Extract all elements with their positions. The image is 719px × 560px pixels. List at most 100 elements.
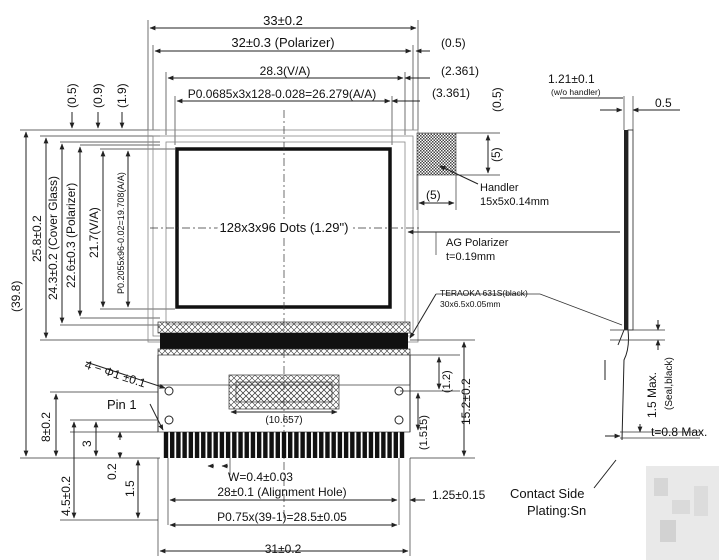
side-view: 1.21±0.1 (w/o handler) 0.5 1.5 Max. (Sea… [548, 72, 707, 441]
blur-patch [646, 466, 719, 560]
contact-pin [176, 432, 181, 458]
thickness-note: (w/o handler) [551, 87, 601, 97]
contact-pin [201, 432, 206, 458]
aa-pitch-label: P0.0685x3x128-0.028=26.279(A/A) [188, 87, 376, 101]
contact-pin [207, 432, 212, 458]
contact-pin [343, 432, 349, 458]
contact-pin [312, 432, 318, 458]
outer-total-label: (39.8) [9, 281, 23, 312]
contact-pin [381, 432, 386, 458]
left-offset-3: (1.9) [115, 83, 129, 108]
contact-pin [331, 432, 336, 458]
contact-pin [350, 432, 355, 458]
contact-pin [325, 432, 330, 458]
contact-pin [238, 432, 243, 458]
cover-glass-height-label: 25.8±0.2 [30, 215, 44, 262]
left-4-5: 4.5±0.2 [59, 476, 73, 516]
pin-width-label: W=0.4±0.03 [228, 470, 293, 484]
contact-pin [399, 432, 405, 458]
contact-pin [306, 432, 312, 458]
plating-label: Plating:Sn [527, 503, 586, 518]
contact-pin [188, 432, 194, 458]
handler-title: Handler [480, 182, 519, 194]
polarizer-width-label: 32±0.3 (Polarizer) [231, 35, 334, 50]
overall-width-label: 33±0.2 [263, 13, 303, 28]
contact-pin [225, 432, 231, 458]
left-3: 3 [80, 440, 94, 447]
handler: (5) (5) Handler 15x5x0.14mm [416, 132, 549, 210]
ag-polarizer-spec: t=0.19mm [446, 251, 495, 263]
contact-pin [244, 432, 249, 458]
aa-height-label: P0.2055x96-0.02=19.708(A/A) [116, 172, 126, 294]
contact-pin [362, 432, 367, 458]
contact-pin [263, 432, 268, 458]
holes-label: 4 − Φ1 ±0.1 [83, 358, 148, 391]
handler-width-label: (5) [426, 188, 441, 202]
left-1-5: 1.5 [123, 480, 137, 497]
contact-pin [374, 432, 380, 458]
pin1-label: Pin 1 [107, 397, 137, 412]
contact-pin [256, 432, 262, 458]
top-dimensions: 33±0.2 32±0.3 (Polarizer) 28.3(V/A) P0.0… [147, 13, 504, 145]
seal-label: (Seal,black) [664, 357, 675, 410]
right-offset-4: (0.5) [490, 87, 504, 112]
contact-pin [275, 432, 280, 458]
dim-1-2: (1.2) [441, 370, 453, 393]
contact-pin [281, 432, 287, 458]
offset-label: 0.5 [655, 96, 672, 110]
ag-polarizer-title: AG Polarizer [446, 237, 509, 249]
contact-pin [337, 432, 343, 458]
contact-pin [269, 432, 274, 458]
pitch-label: P0.75x(39-1)=28.5±0.05 [217, 510, 347, 524]
left-offset-2: (0.9) [91, 83, 105, 108]
right-offset-2: (2.361) [441, 64, 479, 78]
tape-note: TERAOKA 631S(black) 30x6.5x0.05mm [409, 288, 623, 339]
left-offset-1: (0.5) [65, 83, 79, 108]
contact-pins [163, 432, 405, 458]
contact-pin [163, 432, 169, 458]
contact-pin [194, 432, 200, 458]
contact-pin [219, 432, 225, 458]
handler-spec: 15x5x0.14mm [480, 196, 549, 208]
contact-pin [368, 432, 374, 458]
va-height-label: 21.7(V/A) [87, 207, 101, 258]
polarizer-height-label: 22.6±0.3 (Polarizer) [64, 183, 78, 288]
cover-glass-label: 24.3±0.2 (Cover Glass) [46, 176, 60, 300]
contact-pin [182, 432, 187, 458]
fpc-thickness-label: t=0.8 Max. [651, 425, 707, 439]
max-thickness-label: 1.5 Max. [645, 372, 659, 418]
tape-title: TERAOKA 631S(black) [440, 288, 528, 298]
thickness-label: 1.21±0.1 [548, 72, 595, 86]
contact-pin [393, 432, 398, 458]
contact-pin [387, 432, 392, 458]
contact-pin [319, 432, 324, 458]
contact-pin [300, 432, 305, 458]
va-width-label: 28.3(V/A) [260, 64, 311, 78]
right-offset-3: (3.361) [432, 86, 470, 100]
left-dimensions: (39.8) 25.8±0.2 24.3±0.2 (Cover Glass) 2… [9, 83, 175, 459]
dim-1-515: (1.515) [418, 415, 430, 450]
height-15-2: 15.2±0.2 [459, 378, 473, 425]
contact-pin [288, 432, 293, 458]
align-hole-label: 28±0.1 (Alignment Hole) [217, 485, 346, 499]
contact-side-label: Contact Side [510, 486, 584, 501]
total-width-label: 31±0.2 [265, 542, 302, 556]
ag-polarizer-note: AG Polarizer t=0.19mm [407, 229, 620, 263]
module-outline: 128x3x96 Dots (1.29") 128x3x96 Dots (1.2… [147, 110, 420, 520]
contact-pin [232, 432, 237, 458]
right-offset-1: (0.5) [441, 36, 466, 50]
dots-label-halo: 128x3x96 Dots (1.29") [220, 220, 349, 235]
contact-pin [250, 432, 256, 458]
fpc-area: (10.657) 4 − Φ1 ±0.1 Pin 1 (1.2) (1.515)… [39, 321, 617, 556]
contact-pin [294, 432, 299, 458]
left-0-2: 0.2 [105, 463, 119, 480]
left-8: 8±0.2 [39, 412, 53, 442]
contact-pin [170, 432, 175, 458]
edge-offset-label: 1.25±0.15 [432, 488, 486, 502]
dots-label: 128x3x96 Dots (1.29") [220, 220, 349, 235]
contact-pin [213, 432, 218, 458]
fpc-inner-width: (10.657) [265, 415, 302, 426]
contact-pin [356, 432, 361, 458]
tape-spec: 30x6.5x0.05mm [440, 299, 500, 309]
